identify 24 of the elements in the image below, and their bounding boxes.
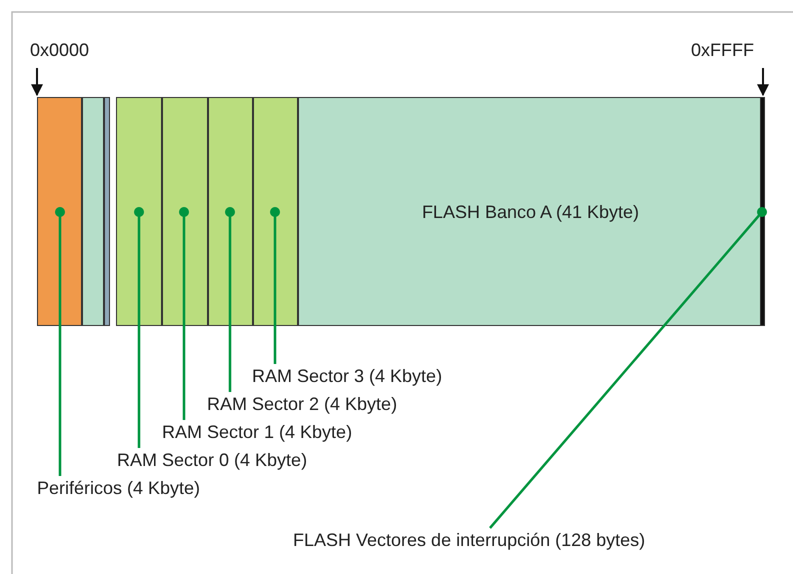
memory-segment <box>298 97 763 326</box>
region-label: RAM Sector 1 (4 Kbyte) <box>162 422 352 442</box>
memory-segment <box>104 97 110 326</box>
memory-segment <box>208 97 253 326</box>
region-label: FLASH Vectores de interrupción (128 bytes) <box>293 530 646 550</box>
address-label: 0x0000 <box>30 40 90 60</box>
leader-line <box>179 207 189 420</box>
region-label: RAM Sector 0 (4 Kbyte) <box>117 450 308 470</box>
segment-label: FLASH Banco A (41 Kbyte) <box>422 202 640 222</box>
leader-line <box>225 207 235 392</box>
leader-line <box>489 207 767 529</box>
memory-segment <box>760 97 765 326</box>
leader-line <box>55 207 65 476</box>
leader-line <box>270 207 280 364</box>
memory-segment <box>82 97 104 326</box>
region-label: RAM Sector 3 (4 Kbyte) <box>252 366 442 386</box>
leader-line <box>134 207 144 448</box>
region-label: Periféricos (4 Kbyte) <box>37 478 200 498</box>
memory-segment <box>162 97 208 326</box>
address-label: 0xFFFF <box>691 40 754 60</box>
memory-segment <box>253 97 298 326</box>
memory-segment <box>37 97 82 326</box>
memory-segment <box>116 97 162 326</box>
region-label: RAM Sector 2 (4 Kbyte) <box>207 394 398 414</box>
